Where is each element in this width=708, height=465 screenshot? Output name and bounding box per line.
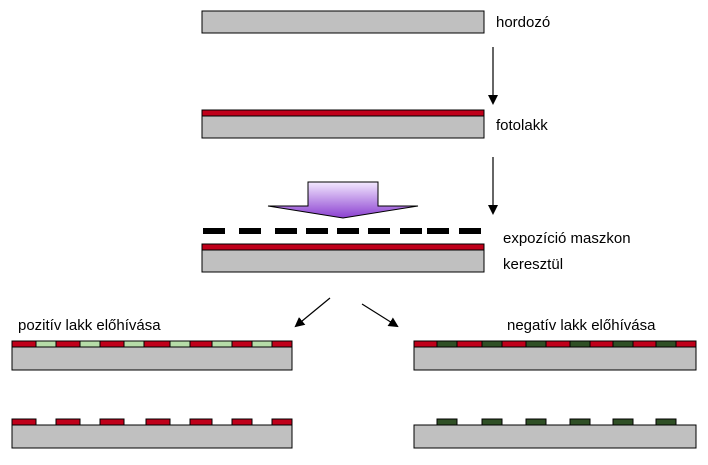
positive-remaining-block [11,418,37,426]
substrate-step2 [201,115,485,139]
positive-remaining-block [145,418,171,426]
negative-remaining-block [569,418,591,426]
positive-remaining-block [231,418,253,426]
substrate-step1 [201,10,485,34]
substrate-negative-developed [413,424,697,449]
negative-exposed-segment [481,340,503,348]
mask-dash [275,228,297,234]
arrow-to-positive [294,297,331,328]
positive-exposed-segment [211,340,233,348]
mask [203,228,481,234]
exposure-light-arrow [267,181,419,219]
mask-dash [337,228,359,234]
label-substrate: hordozó [496,14,551,31]
mask-dash [400,228,422,234]
label-exposure-2: keresztül [503,256,564,273]
mask-dash [459,228,481,234]
positive-remaining-block [189,418,213,426]
negative-exposed-segment [612,340,634,348]
negative-remaining-block [436,418,458,426]
positive-resist-layer [11,340,293,348]
negative-exposed-segment [436,340,458,348]
mask-dash [203,228,225,234]
label-negative: negatív lakk előhívása [507,317,656,334]
arrow-to-negative [361,303,399,328]
positive-remaining-block [271,418,293,426]
mask-dash [368,228,390,234]
label-positive: pozitív lakk előhívása [18,317,161,334]
label-exposure-1: expozíció maszkon [503,230,631,247]
negative-remaining-block [612,418,634,426]
resist-step2 [201,109,485,117]
substrate-step3 [201,249,485,273]
positive-remaining-block [55,418,81,426]
positive-exposed-segment [251,340,273,348]
substrate-positive-developed [11,424,293,449]
mask-dash [306,228,328,234]
negative-remaining-block [655,418,677,426]
negative-exposed-segment [525,340,547,348]
positive-exposed-segment [169,340,191,348]
negative-developed-pattern [436,418,677,426]
label-photoresist: fotolakk [496,117,548,134]
positive-developed-pattern [11,418,293,426]
negative-exposed-segment [569,340,591,348]
positive-exposed-segment [123,340,145,348]
positive-exposed-segment [35,340,57,348]
positive-remaining-block [99,418,125,426]
substrate-negative [413,346,697,371]
mask-dash [239,228,261,234]
negative-resist-layer [413,340,697,348]
positive-exposed-segment [79,340,101,348]
negative-remaining-block [481,418,503,426]
negative-remaining-block [525,418,547,426]
resist-step3 [201,243,485,251]
negative-exposed-segment [655,340,677,348]
substrate-positive [11,346,293,371]
mask-dash [427,228,449,234]
